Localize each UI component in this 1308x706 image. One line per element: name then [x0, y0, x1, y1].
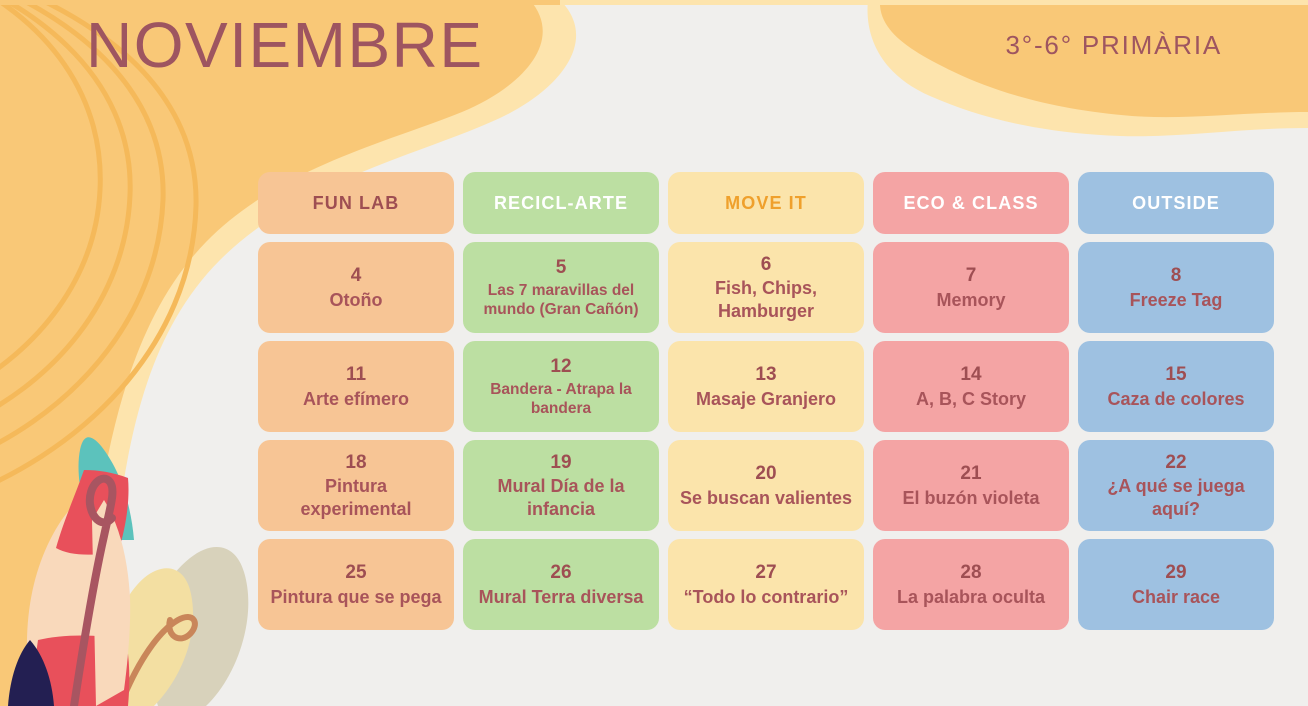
day-number: 4 — [350, 264, 362, 286]
category-header-move-it[interactable]: MOVE IT — [668, 172, 864, 234]
feather-secondary-stem — [117, 614, 198, 706]
page-title: NOVIEMBRE — [86, 9, 484, 81]
activity-label: Se buscan valientes — [679, 487, 853, 508]
day-number: 19 — [550, 451, 572, 473]
day-cell[interactable]: 25 Pintura que se pega — [258, 539, 454, 630]
day-number: 7 — [965, 264, 977, 286]
activity-label: El buzón violeta — [902, 487, 1040, 508]
category-header-row: FUN LAB RECICL-ARTE MOVE IT ECO & CLASS … — [258, 172, 1284, 234]
day-cell[interactable]: 12 Bandera - Atrapa la bandera — [463, 341, 659, 432]
activity-label: La palabra oculta — [896, 586, 1046, 607]
week-row: 11 Arte efímero 12 Bandera - Atrapa la b… — [258, 341, 1284, 432]
day-number: 11 — [345, 363, 367, 385]
activity-label: Caza de colores — [1107, 388, 1245, 409]
day-cell[interactable]: 13 Masaje Granjero — [668, 341, 864, 432]
category-header-recicl-arte[interactable]: RECICL-ARTE — [463, 172, 659, 234]
feather-secondary-tan — [149, 546, 249, 706]
activity-label: A, B, C Story — [915, 388, 1026, 409]
feather-vane-cream-right — [92, 500, 131, 706]
category-label: RECICL-ARTE — [493, 192, 629, 213]
day-number: 29 — [1165, 561, 1187, 583]
day-number: 14 — [960, 363, 982, 385]
activity-label: Masaje Granjero — [695, 388, 837, 409]
day-cell[interactable]: 21 El buzón violeta — [873, 440, 1069, 531]
day-number: 12 — [550, 355, 572, 377]
week-row: 25 Pintura que se pega 26 Mural Terra di… — [258, 539, 1284, 630]
category-label: FUN LAB — [312, 192, 400, 213]
day-cell[interactable]: 6 Fish, Chips, Hamburger — [668, 242, 864, 333]
day-cell[interactable]: 20 Se buscan valientes — [668, 440, 864, 531]
feather-band-red-upper — [56, 470, 129, 555]
calendar-grid: FUN LAB RECICL-ARTE MOVE IT ECO & CLASS … — [258, 172, 1284, 630]
day-cell[interactable]: 27 “Todo lo contrario” — [668, 539, 864, 630]
activity-label: Pintura que se pega — [270, 586, 442, 607]
activity-label: Freeze Tag — [1129, 289, 1223, 310]
day-cell[interactable]: 7 Memory — [873, 242, 1069, 333]
category-header-fun-lab[interactable]: FUN LAB — [258, 172, 454, 234]
activity-label: Mural Día de la infancia — [497, 476, 625, 519]
day-number: 22 — [1165, 451, 1187, 473]
feather-stem — [70, 474, 117, 706]
activity-label: Mural Terra diversa — [478, 586, 644, 607]
day-number: 13 — [755, 363, 777, 385]
day-number: 18 — [345, 451, 367, 473]
day-cell[interactable]: 22 ¿A qué se juega aquí? — [1078, 440, 1274, 531]
day-cell[interactable]: 18 Pintura experimental — [258, 440, 454, 531]
day-number: 28 — [960, 561, 982, 583]
activity-label: Chair race — [1131, 586, 1221, 607]
feather-band-red-lower — [32, 635, 130, 706]
day-cell[interactable]: 29 Chair race — [1078, 539, 1274, 630]
week-row: 4 Otoño 5 Las 7 maravillas del mundo (Gr… — [258, 242, 1284, 333]
feather-secondary-gold — [111, 568, 194, 706]
day-number: 20 — [755, 462, 777, 484]
grade-subtitle: 3°-6° PRIMÀRIA — [1005, 30, 1222, 60]
day-cell[interactable]: 19 Mural Día de la infancia — [463, 440, 659, 531]
feather-illustration — [8, 437, 249, 706]
page-header: NOVIEMBRE 3°-6° PRIMÀRIA — [0, 0, 1308, 130]
week-row: 18 Pintura experimental 19 Mural Día de … — [258, 440, 1284, 531]
activity-label: Otoño — [329, 289, 383, 310]
activity-label: Pintura experimental — [300, 476, 412, 519]
feather-vane-cream — [26, 496, 108, 706]
day-cell[interactable]: 14 A, B, C Story — [873, 341, 1069, 432]
day-number: 5 — [555, 256, 567, 278]
activity-label: Memory — [936, 289, 1006, 310]
day-cell[interactable]: 4 Otoño — [258, 242, 454, 333]
category-label: OUTSIDE — [1132, 192, 1220, 213]
activity-label: Fish, Chips, Hamburger — [714, 278, 817, 321]
day-number: 8 — [1170, 264, 1182, 286]
day-cell[interactable]: 28 La palabra oculta — [873, 539, 1069, 630]
day-cell[interactable]: 26 Mural Terra diversa — [463, 539, 659, 630]
day-number: 6 — [760, 253, 772, 275]
day-cell[interactable]: 11 Arte efímero — [258, 341, 454, 432]
category-label: MOVE IT — [725, 192, 807, 213]
category-header-eco-class[interactable]: ECO & CLASS — [873, 172, 1069, 234]
feather-tip-teal — [78, 437, 134, 540]
activity-label: Bandera - Atrapa la bandera — [490, 380, 632, 417]
activity-label: Las 7 maravillas del mundo (Gran Cañón) — [483, 281, 639, 318]
day-number: 26 — [550, 561, 572, 583]
activity-label: “Todo lo contrario” — [683, 586, 849, 607]
day-number: 27 — [755, 561, 777, 583]
day-number: 25 — [345, 561, 367, 583]
feather-base-navy — [8, 640, 54, 706]
day-cell[interactable]: 15 Caza de colores — [1078, 341, 1274, 432]
activity-label: Arte efímero — [302, 388, 410, 409]
category-label: ECO & CLASS — [903, 192, 1039, 213]
day-number: 15 — [1165, 363, 1187, 385]
day-number: 21 — [960, 462, 982, 484]
day-cell[interactable]: 8 Freeze Tag — [1078, 242, 1274, 333]
day-cell[interactable]: 5 Las 7 maravillas del mundo (Gran Cañón… — [463, 242, 659, 333]
category-header-outside[interactable]: OUTSIDE — [1078, 172, 1274, 234]
activity-label: ¿A qué se juega aquí? — [1107, 476, 1245, 519]
